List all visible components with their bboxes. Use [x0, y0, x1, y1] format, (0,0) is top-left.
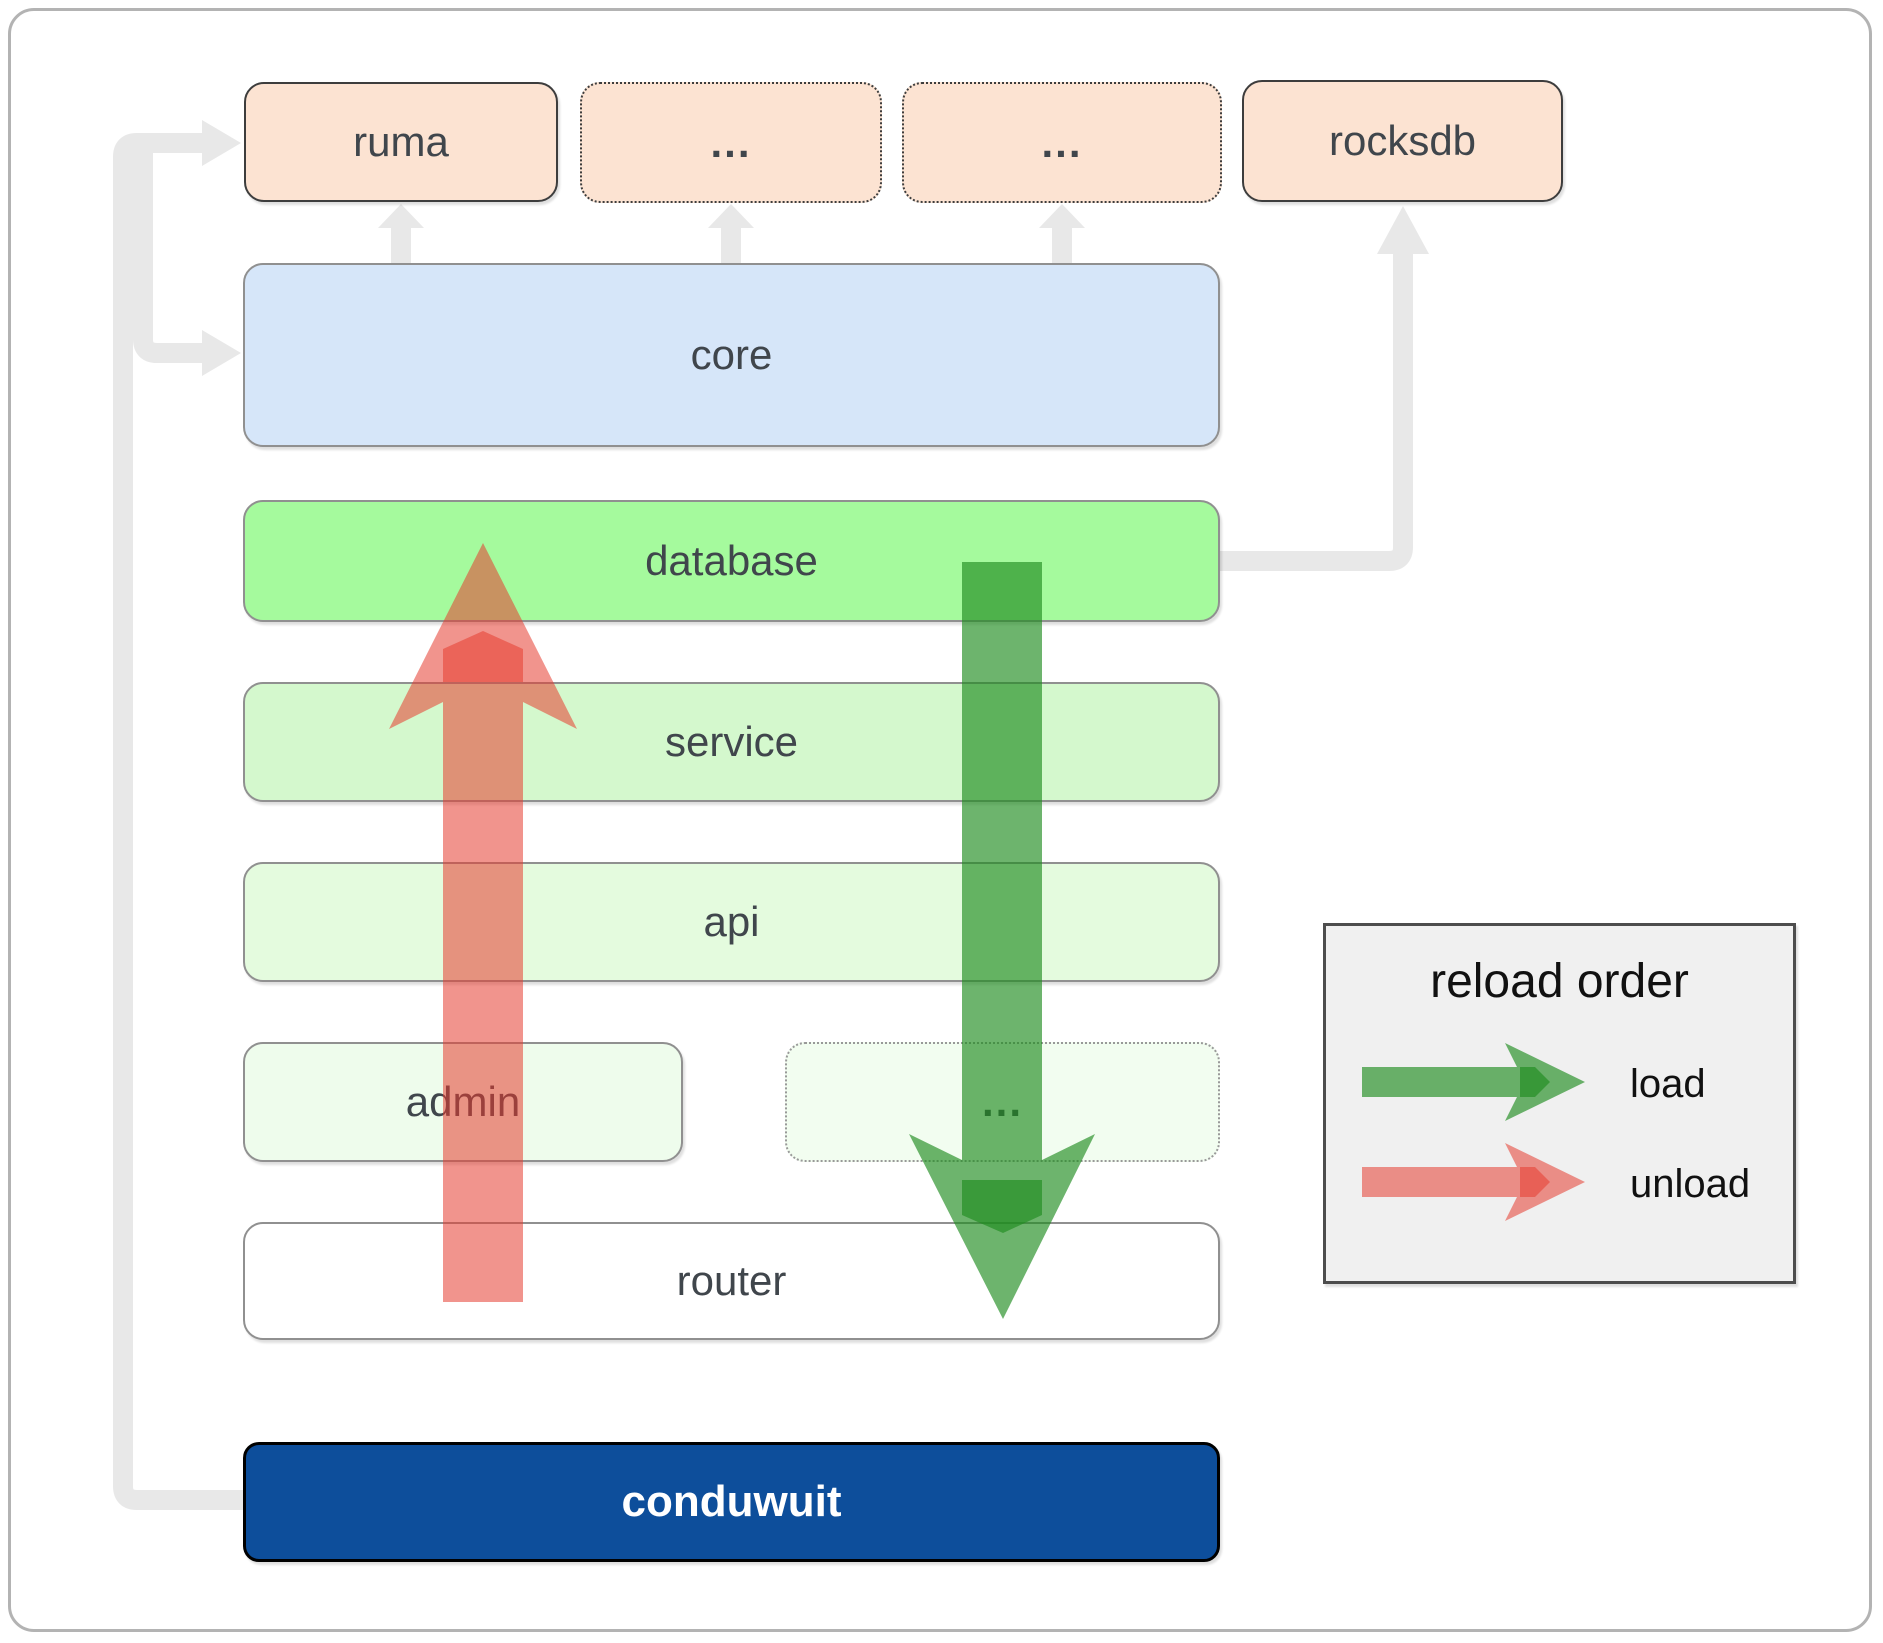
node-more-crates-1-label: ...: [710, 118, 752, 166]
node-api: api: [243, 862, 1220, 982]
legend-title: reload order: [1430, 955, 1689, 1008]
node-core-label: core: [690, 331, 773, 378]
legend-box: reload order load unload: [1323, 923, 1796, 1284]
node-more-services-label: ...: [981, 1078, 1023, 1125]
diagram-outer-border: [8, 8, 1872, 1632]
legend-load-label: load: [1630, 1062, 1706, 1106]
node-api-label: api: [703, 898, 760, 945]
node-more-crates-1: ...: [580, 82, 882, 203]
node-rocksdb: rocksdb: [1242, 80, 1563, 202]
node-ruma-label: ruma: [353, 118, 449, 165]
legend-unload-label: unload: [1630, 1162, 1751, 1206]
node-core: core: [243, 263, 1220, 447]
node-router-label: router: [676, 1257, 787, 1304]
node-more-services: ...: [785, 1042, 1220, 1162]
node-more-crates-2-label: ...: [1041, 118, 1083, 166]
node-conduwuit-label: conduwuit: [621, 1477, 842, 1526]
node-more-crates-2: ...: [902, 82, 1222, 203]
node-admin-label: admin: [405, 1078, 521, 1125]
node-ruma: ruma: [244, 82, 558, 202]
node-admin: admin: [243, 1042, 683, 1162]
node-router: router: [243, 1222, 1220, 1340]
node-rocksdb-label: rocksdb: [1328, 117, 1477, 164]
node-conduwuit: conduwuit: [243, 1442, 1220, 1562]
node-service: service: [243, 682, 1220, 802]
node-database-label: database: [645, 537, 818, 584]
node-database: database: [243, 500, 1220, 622]
node-service-label: service: [664, 718, 799, 765]
